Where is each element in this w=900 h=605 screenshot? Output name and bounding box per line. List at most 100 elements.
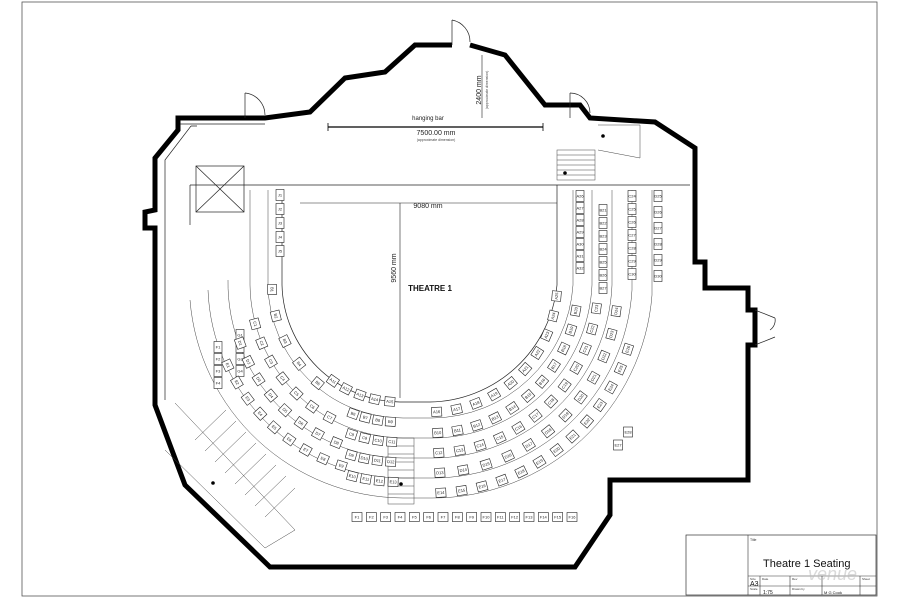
seat-c16[interactable]: C16 xyxy=(511,421,526,435)
seat-d27[interactable]: D27 xyxy=(653,222,662,234)
seat-a20[interactable]: A20 xyxy=(503,376,518,391)
seat-c8[interactable]: C8 xyxy=(344,428,359,441)
seat-a28[interactable]: A28 xyxy=(575,214,584,226)
seat-j1[interactable]: J1 xyxy=(275,189,285,201)
seat-f16[interactable]: F16 xyxy=(566,512,578,522)
seat-a25[interactable]: A25 xyxy=(551,290,562,302)
seat-c10[interactable]: C10 xyxy=(372,434,385,446)
seat-f3[interactable]: F3 xyxy=(380,512,391,522)
seat-c3[interactable]: C3 xyxy=(264,354,278,369)
seat-c6[interactable]: C6 xyxy=(305,399,320,414)
seat-d2[interactable]: D2 xyxy=(241,354,256,369)
seat-e20[interactable]: E20 xyxy=(549,442,564,458)
seat-b26[interactable]: B26 xyxy=(598,269,607,281)
seat-f14[interactable]: F14 xyxy=(538,512,549,522)
seat-e22[interactable]: E22 xyxy=(579,414,595,429)
seat-c27[interactable]: C27 xyxy=(627,229,636,241)
seat-c23[interactable]: C23 xyxy=(590,302,602,315)
seat-f1[interactable]: F1 xyxy=(351,512,363,522)
seat-d4[interactable]: D4 xyxy=(263,388,278,403)
seat-c4[interactable]: C4 xyxy=(275,371,290,386)
seat-b12[interactable]: B12 xyxy=(470,419,484,432)
seat-d14[interactable]: D14 xyxy=(457,464,470,476)
seat-e17[interactable]: E17 xyxy=(495,473,509,487)
seat-d29[interactable]: D29 xyxy=(653,254,662,266)
seat-d21[interactable]: D21 xyxy=(586,370,601,385)
seat-b5[interactable]: B5 xyxy=(310,375,325,391)
seat-d22[interactable]: D22 xyxy=(597,349,611,364)
seat-c30[interactable]: C30 xyxy=(627,268,636,280)
seat-a16[interactable]: A16 xyxy=(431,406,443,417)
seat-b16[interactable]: B16 xyxy=(534,374,550,389)
seat-d23[interactable]: D23 xyxy=(605,327,618,341)
seat-b23[interactable]: B23 xyxy=(598,230,607,242)
seat-f13[interactable]: F13 xyxy=(523,512,535,522)
seat-j5[interactable]: J5 xyxy=(275,245,285,257)
seat-e16[interactable]: E16 xyxy=(475,480,489,493)
seat-f7[interactable]: F7 xyxy=(437,512,449,522)
seat-b25[interactable]: B25 xyxy=(598,256,607,268)
seat-e1[interactable]: E1 xyxy=(221,358,235,373)
seat-g4[interactable]: G4 xyxy=(235,365,245,377)
seat-f9[interactable]: F9 xyxy=(466,512,477,522)
seat-d7[interactable]: D7 xyxy=(310,427,325,441)
seat-c11[interactable]: C11 xyxy=(386,436,398,447)
seat-e21[interactable]: E21 xyxy=(565,429,580,444)
seat-f5[interactable]: F5 xyxy=(409,512,420,522)
seat-d25[interactable]: D25 xyxy=(653,190,662,202)
seat-j2[interactable]: J2 xyxy=(275,203,285,215)
seat-e12[interactable]: E12 xyxy=(373,475,386,487)
seat-e28[interactable]: E28 xyxy=(623,426,633,438)
seat-e11[interactable]: E11 xyxy=(359,473,372,485)
seat-a22[interactable]: A22 xyxy=(530,345,545,360)
seat-b8[interactable]: B8 xyxy=(371,414,384,426)
seat-e15[interactable]: E15 xyxy=(455,485,468,497)
seat-f1[interactable]: F1 xyxy=(213,341,223,353)
seat-a29[interactable]: A29 xyxy=(575,226,584,238)
seat-a30[interactable]: A30 xyxy=(575,238,584,250)
seat-c18[interactable]: C18 xyxy=(543,394,559,409)
seat-e6[interactable]: E6 xyxy=(282,432,297,447)
seat-f11[interactable]: F11 xyxy=(495,512,506,522)
seat-b4[interactable]: B4 xyxy=(292,356,307,371)
seat-e14[interactable]: E14 xyxy=(435,487,447,498)
seat-c21[interactable]: C21 xyxy=(578,342,592,356)
seat-a27[interactable]: A27 xyxy=(575,202,584,214)
seat-d20[interactable]: D20 xyxy=(573,390,588,405)
seat-b13[interactable]: B13 xyxy=(488,411,502,425)
seat-b21[interactable]: B21 xyxy=(598,204,607,216)
seat-d16[interactable]: D16 xyxy=(501,449,515,463)
seat-a14[interactable]: A14 xyxy=(368,393,381,406)
seat-d15[interactable]: D15 xyxy=(479,458,493,471)
seat-j3[interactable]: J3 xyxy=(275,217,285,229)
seat-j4[interactable]: J4 xyxy=(275,231,285,243)
seat-b7[interactable]: B7 xyxy=(358,411,372,424)
seat-c14[interactable]: C14 xyxy=(473,439,487,452)
seat-e18[interactable]: E18 xyxy=(514,465,529,479)
seat-f3[interactable]: F3 xyxy=(213,365,223,377)
seat-b10[interactable]: B10 xyxy=(432,427,444,438)
seat-f6[interactable]: F6 xyxy=(423,512,434,522)
seat-e26[interactable]: E26 xyxy=(621,342,635,356)
seat-c2[interactable]: C2 xyxy=(255,336,269,350)
seat-e27[interactable]: E27 xyxy=(613,439,623,451)
seat-a12[interactable]: A12 xyxy=(339,382,353,396)
seat-d13[interactable]: D13 xyxy=(434,467,446,478)
seat-b9[interactable]: B9 xyxy=(384,416,397,427)
seat-d18[interactable]: D18 xyxy=(540,424,556,439)
seat-a11[interactable]: A11 xyxy=(325,373,340,388)
seat-e10[interactable]: E10 xyxy=(346,470,359,483)
seat-c28[interactable]: C28 xyxy=(627,242,636,254)
seat-f2[interactable]: F2 xyxy=(213,353,223,365)
seat-b22[interactable]: B22 xyxy=(598,217,607,229)
seat-c29[interactable]: C29 xyxy=(627,255,636,267)
seat-e2[interactable]: E2 xyxy=(230,375,244,390)
seat-b3[interactable]: B3 xyxy=(278,334,292,348)
seat-d5[interactable]: D5 xyxy=(277,403,293,418)
seat-f8[interactable]: F8 xyxy=(452,512,463,522)
seat-f4[interactable]: F4 xyxy=(394,512,406,522)
seat-e4[interactable]: E4 xyxy=(253,406,268,421)
seat-c25[interactable]: C25 xyxy=(627,203,636,215)
seat-d24[interactable]: D24 xyxy=(610,305,622,318)
seat-e5[interactable]: E5 xyxy=(266,420,282,435)
